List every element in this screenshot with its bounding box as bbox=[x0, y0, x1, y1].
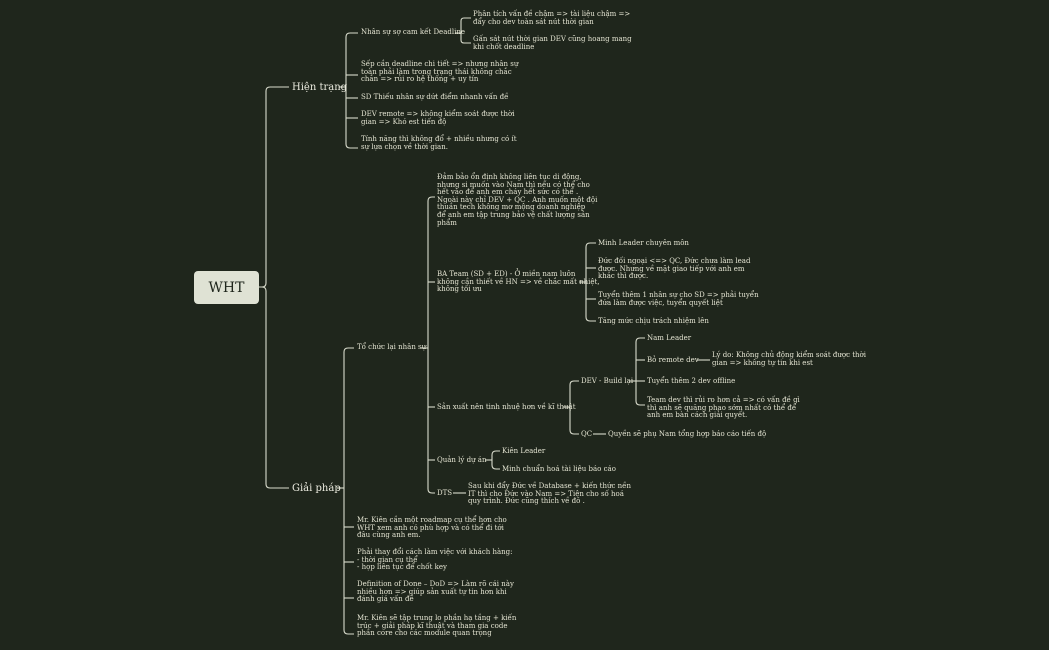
node-qc[interactable]: QC bbox=[581, 430, 593, 438]
node-dev-remote[interactable]: DEV remote => không kiểm soát được thời … bbox=[361, 110, 515, 126]
branch-solution[interactable]: Giải pháp bbox=[292, 483, 341, 494]
node-reorganize[interactable]: Tổ chức lại nhân sự bbox=[357, 343, 427, 351]
node-production[interactable]: Sản xuất nên tinh nhuệ hơn về kĩ thuật bbox=[437, 403, 576, 411]
node-dev-panic[interactable]: Gấn sát nút thời gian DEV cũng hoang man… bbox=[473, 35, 632, 51]
root-node[interactable]: WHT bbox=[194, 271, 259, 304]
node-hire-dev[interactable]: Tuyển thêm 2 dev offline bbox=[647, 377, 736, 385]
node-dev-risk[interactable]: Team dev thì rủi ro hơn cả => có vấn đề … bbox=[647, 396, 800, 420]
node-infrastructure[interactable]: Mr. Kiên sẽ tập trung lo phần hạ tầng + … bbox=[357, 614, 517, 638]
node-qc-report[interactable]: Quyền sẽ phụ Nam tổng hợp báo cáo tiến đ… bbox=[608, 430, 767, 438]
node-minh-docs[interactable]: Minh chuẩn hoá tài liệu báo cáo bbox=[502, 465, 616, 473]
branch-current-state[interactable]: Hiện trạng bbox=[292, 82, 348, 93]
node-stability[interactable]: Đảm bảo ổn định không liên tục di động, … bbox=[437, 173, 598, 227]
node-dod[interactable]: Definition of Done – DoD => Làm rõ cái n… bbox=[357, 580, 514, 604]
node-dts[interactable]: DTS bbox=[437, 489, 453, 497]
node-boss-deadline[interactable]: Sếp cần deadline chi tiết => nhưng nhân … bbox=[361, 60, 519, 84]
node-kien-leader[interactable]: Kiên Leader bbox=[502, 447, 546, 455]
node-roadmap[interactable]: Mr. Kiên cần một roadmap cụ thể hơn cho … bbox=[357, 516, 507, 540]
node-customer-workflow[interactable]: Phải thay đổi cách làm việc với khách hà… bbox=[357, 548, 513, 572]
node-features[interactable]: Tính năng thì không đổ + nhiều nhưng có … bbox=[361, 135, 517, 151]
node-deadline-fear[interactable]: Nhân sự sợ cam kết Deadline bbox=[361, 28, 465, 36]
node-dts-duc[interactable]: Sau khi đẩy Đức về Database + kiến thức … bbox=[468, 482, 631, 506]
node-nam-leader[interactable]: Nam Leader bbox=[647, 334, 692, 342]
node-remote-reason[interactable]: Lý do: Không chủ động kiểm soát được thờ… bbox=[712, 351, 867, 367]
node-drop-remote[interactable]: Bỏ remote dev bbox=[647, 356, 699, 364]
node-hire-sd[interactable]: Tuyển thêm 1 nhân sự cho SD => phải tuyể… bbox=[598, 291, 759, 307]
node-duc-external[interactable]: Đức đối ngoại <=> QC, Đức chưa làm lead … bbox=[598, 257, 751, 281]
node-responsibility[interactable]: Tăng mức chịu trách nhiệm lên bbox=[598, 317, 709, 325]
node-minh-leader[interactable]: Minh Leader chuyên môn bbox=[598, 239, 689, 247]
node-sd-shortage[interactable]: SD Thiếu nhân sự dứt điểm nhanh vấn đề bbox=[361, 93, 509, 101]
node-project-management[interactable]: Quản lý dự án bbox=[437, 456, 487, 464]
node-dev-rebuild[interactable]: DEV - Build lại bbox=[581, 377, 634, 385]
node-slow-analysis[interactable]: Phân tích vấn đề chậm => tài liệu chậm =… bbox=[473, 10, 631, 26]
node-ba-team[interactable]: BA Team (SD + ED) - Ở miền nam luôn khôn… bbox=[437, 270, 600, 294]
